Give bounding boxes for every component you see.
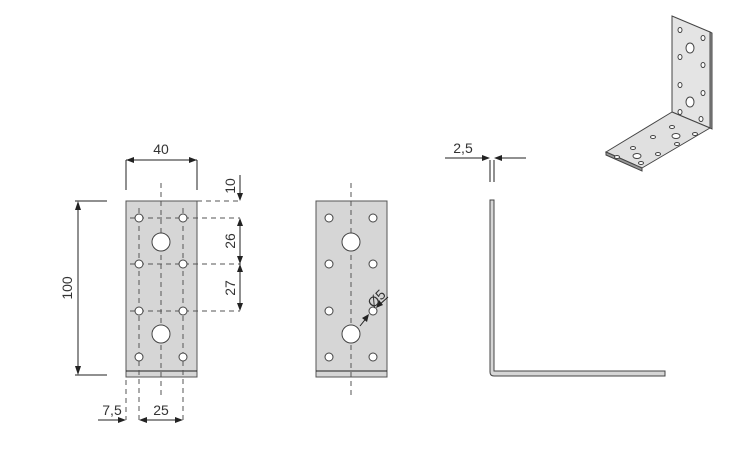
side-profile: 2,5 [445,140,666,377]
plate-front [125,200,198,378]
isometric-view [604,15,713,172]
front-view-holes: Ø5 [315,183,389,395]
dim-spacing-2: 27 [222,280,238,296]
dim-spacing-1: 26 [222,233,238,249]
dim-height: 100 [59,276,75,300]
dim-thickness: 2,5 [453,140,473,156]
dim-hole-spacing: 25 [153,402,169,418]
dim-edge-offset: 7,5 [102,402,122,418]
dim-top-offset: 10 [222,178,238,194]
dim-width: 40 [153,141,169,157]
front-view-dimensioned: 40 100 10 26 27 7,5 25 [59,141,243,423]
